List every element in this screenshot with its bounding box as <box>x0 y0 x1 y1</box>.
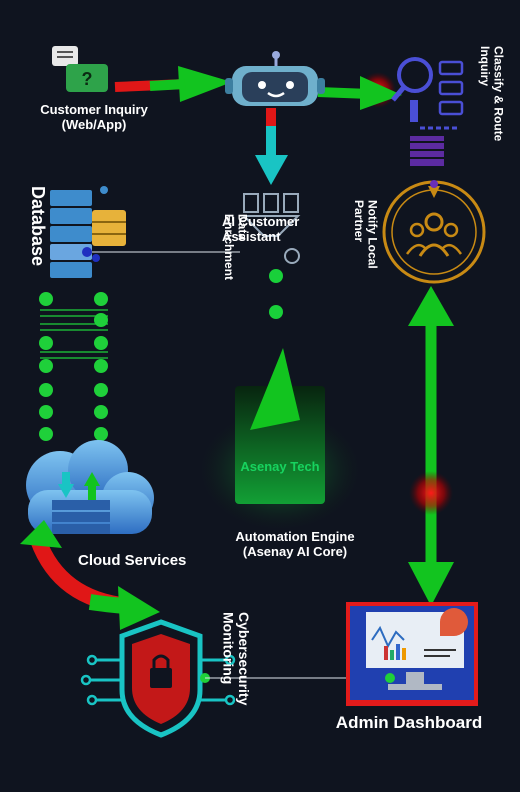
magnifier-classify-icon <box>391 57 464 130</box>
cloud-services-label: Cloud Services <box>78 552 187 569</box>
arrow-assistant-to-classify <box>317 72 402 110</box>
arrow-partner-admin <box>408 286 454 606</box>
database-server-icon <box>50 186 126 278</box>
admin-dashboard-label: Admin Dashboard <box>335 713 483 732</box>
automation-engine-label: Automation Engine (Asenay AI Core) <box>235 529 355 559</box>
data-enrichment-label: Data Enrichment <box>222 214 250 281</box>
arrow-assistant-down <box>255 108 288 185</box>
robot-icon <box>225 51 325 106</box>
classify-route-label: Classify & Route Inquiry <box>478 46 506 142</box>
documents-gear-icon <box>241 193 301 319</box>
dotted-data-columns <box>39 292 108 441</box>
admin-monitor-icon <box>346 602 478 706</box>
ai-assistant-label: AI Customer Assistant <box>222 214 300 244</box>
svg-text:?: ? <box>82 69 93 89</box>
cybersecurity-label: Cybersecurity Monitoring <box>220 612 252 706</box>
purple-connector <box>410 136 444 166</box>
arrow-cloud-to-cyber <box>20 520 160 630</box>
asenay-brand-text: Asenay Tech <box>240 459 320 474</box>
automation-engine-box <box>200 348 360 530</box>
arrow-inquiry-to-assistant <box>114 66 232 102</box>
customer-inquiry-label: Customer Inquiry (Web/App) <box>40 102 148 132</box>
partner-group-icon <box>382 180 486 284</box>
database-label: Database <box>27 186 48 267</box>
shield-lock-icon <box>80 619 236 738</box>
cloud-services-icon <box>26 440 154 534</box>
notify-partner-label: Notify Local Partner <box>352 200 380 269</box>
chat-bubbles-icon: ? <box>52 46 108 92</box>
